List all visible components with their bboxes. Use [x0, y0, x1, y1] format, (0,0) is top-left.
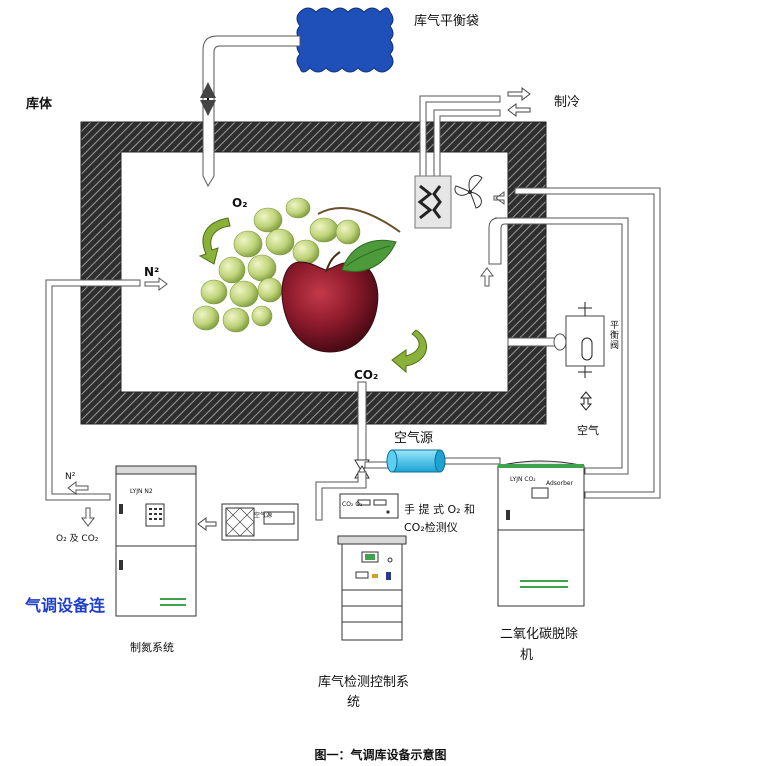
n2-label: N² [144, 265, 160, 279]
analyzer-panel-label: CO₂ O₂ [342, 501, 363, 508]
air-source-label: 空气源 [394, 431, 434, 446]
analyzer-label-line2: CO₂检测仪 [404, 521, 458, 534]
apple-illustration [281, 239, 397, 353]
control-system-label-line1: 库气检测控制系 [318, 675, 410, 690]
control-cabinet [337, 535, 407, 641]
co2-remover-label-line2: 机 [520, 648, 534, 663]
grapes-illustration [192, 197, 401, 333]
nitrogen-unit-tag: LYJN N2 [130, 488, 153, 495]
chamber-label: 库体 [26, 97, 53, 112]
co2-remover-unit [497, 460, 585, 607]
nitrogen-generator [115, 465, 197, 617]
balance-bag [296, 7, 394, 73]
analyzer-device [339, 493, 399, 519]
air-label: 空气 [577, 424, 599, 437]
balance-valve-label: 平衡阀 [610, 321, 620, 351]
o2-co2-outlet-label: O₂ 及 CO₂ [56, 534, 99, 544]
n2-inlet-pipe [45, 277, 168, 527]
nitrogen-system-label: 制氮系统 [130, 641, 174, 654]
refrigeration-label: 制冷 [554, 95, 581, 110]
bag-pipe [200, 35, 301, 188]
co2-remover-pipes [480, 187, 661, 499]
co2-unit-tag: LYJN CO₂ [510, 476, 536, 483]
n2-outlet-label: N² [65, 472, 76, 482]
watermark-text: 气调设备连 [25, 596, 106, 615]
figure-caption: 图一：气调库设备示意图 [314, 748, 447, 762]
control-system-label-line2: 统 [347, 695, 361, 710]
chamber-wall [80, 121, 547, 425]
balance-valve [507, 302, 605, 411]
analyzer-label-line1: 手 提 式 O₂ 和 [404, 503, 476, 516]
filter-module [197, 503, 299, 541]
air-source-tank [386, 449, 501, 473]
fan-icon [454, 174, 483, 209]
refrigeration-arrows [507, 87, 531, 117]
o2-flow-arrow [198, 217, 231, 265]
filter-module-tag: 空气源 [254, 512, 273, 519]
refrigeration-loop [414, 95, 501, 229]
co2-remover-label-line1: 二氧化碳脱除 [500, 627, 579, 642]
co2-sample-pipe [315, 381, 393, 521]
co2-flow-arrow [391, 329, 427, 374]
o2-label: O₂ [232, 196, 248, 210]
co2-unit-subtag: Adsorber [546, 480, 574, 487]
balance-bag-label: 库气平衡袋 [414, 14, 480, 29]
co2-label: CO₂ [354, 368, 379, 382]
